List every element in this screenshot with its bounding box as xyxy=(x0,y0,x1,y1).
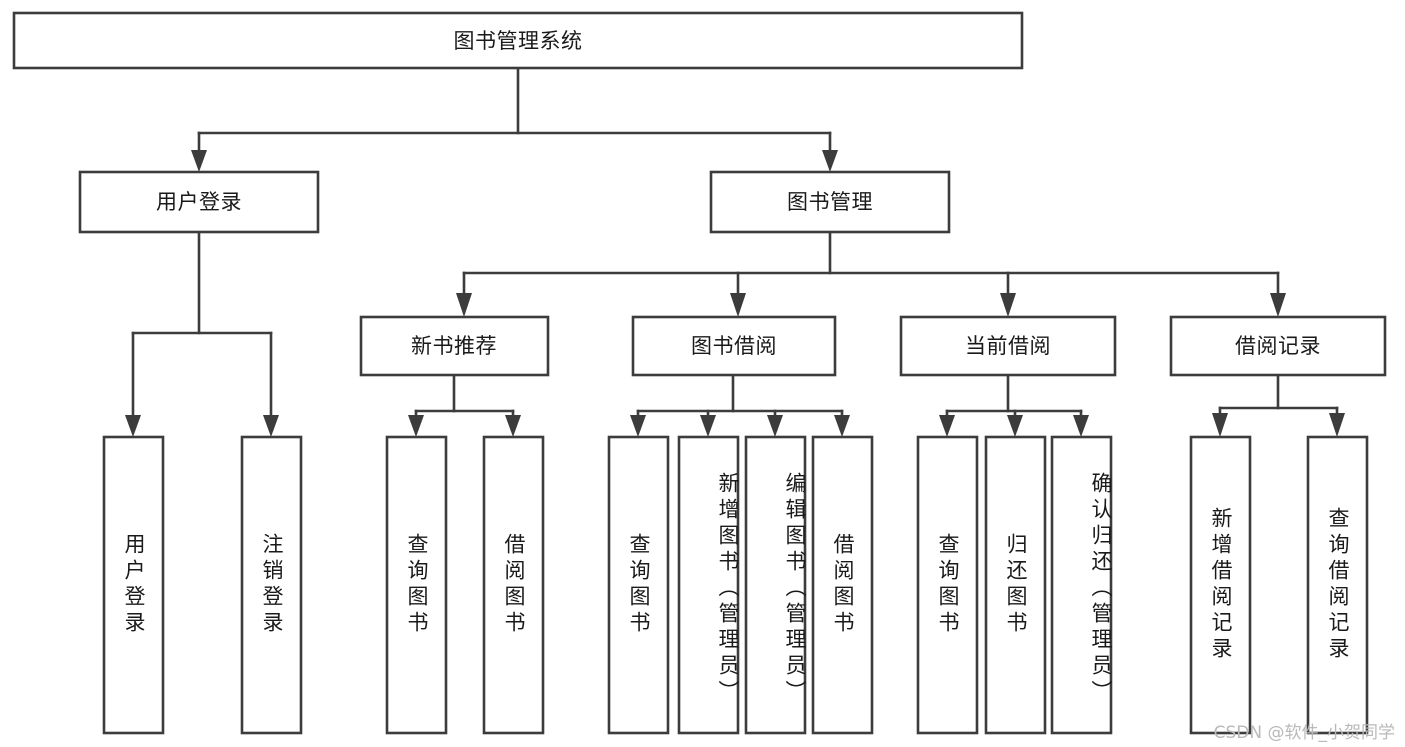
arrow-head-leaf-7 xyxy=(767,415,783,437)
node-records-label: 借阅记录 xyxy=(1235,334,1321,358)
node-leaf-13-box[interactable] xyxy=(1306,435,1369,735)
node-leaf-2-box[interactable] xyxy=(240,435,303,735)
node-login[interactable]: 用户登录 xyxy=(78,170,320,234)
node-borrow-box[interactable] xyxy=(631,315,837,377)
node-current-box[interactable] xyxy=(899,315,1117,377)
arrow-head-leaf-1 xyxy=(125,415,141,437)
node-records-box[interactable] xyxy=(1169,315,1387,377)
node-records[interactable]: 借阅记录 xyxy=(1169,315,1387,377)
arrow-head-leaf-13 xyxy=(1329,413,1345,437)
node-newbook[interactable]: 新书推荐 xyxy=(359,315,550,377)
node-bookmgmt-box[interactable] xyxy=(709,170,951,234)
arrow-head-current xyxy=(1000,293,1016,317)
node-leaf-3-box[interactable] xyxy=(385,435,448,735)
arrow-head-leaf-12 xyxy=(1212,413,1228,437)
node-newbook-label: 新书推荐 xyxy=(411,334,497,358)
node-borrow-label: 图书借阅 xyxy=(691,334,777,358)
node-leaf-10-box[interactable] xyxy=(984,435,1047,735)
arrow-head-leaf-4 xyxy=(505,415,521,437)
node-root[interactable]: 图书管理系统 xyxy=(12,11,1024,70)
node-bookmgmt-label: 图书管理 xyxy=(787,190,873,214)
node-login-label: 用户登录 xyxy=(156,190,242,214)
arrow-head-borrow xyxy=(730,293,746,317)
node-root-box[interactable] xyxy=(12,11,1024,70)
arrow-head-newbook xyxy=(456,293,472,317)
leaf-box-layer xyxy=(102,435,1369,735)
arrow-head-leaf-8 xyxy=(834,415,850,437)
arrow-head-leaf-2 xyxy=(263,415,279,437)
arrow-head-leaf-10 xyxy=(1007,415,1023,437)
node-layer: 图书管理系统 用户登录 图书管理 新书推荐 图书借阅 当前 xyxy=(12,11,1387,735)
csdn-watermark: CSDN @软件_小贺同学 xyxy=(1213,723,1395,743)
arrow-head-bookmgmt xyxy=(822,150,838,172)
node-leaf-5-box[interactable] xyxy=(607,435,670,735)
arrow-head-leaf-5 xyxy=(630,415,646,437)
arrow-head-leaf-6 xyxy=(700,415,716,437)
node-root-label: 图书管理系统 xyxy=(454,29,583,53)
node-bookmgmt[interactable]: 图书管理 xyxy=(709,170,951,234)
connector-layer xyxy=(125,66,1345,437)
node-current-label: 当前借阅 xyxy=(965,334,1051,358)
node-leaf-9-box[interactable] xyxy=(916,435,979,735)
node-current[interactable]: 当前借阅 xyxy=(899,315,1117,377)
node-leaf-7-box[interactable] xyxy=(744,435,807,735)
arrow-head-leaf-11 xyxy=(1073,415,1089,437)
node-borrow[interactable]: 图书借阅 xyxy=(631,315,837,377)
node-newbook-box[interactable] xyxy=(359,315,550,377)
arrow-head-leaf-3 xyxy=(408,415,424,437)
node-login-box[interactable] xyxy=(78,170,320,234)
node-leaf-12-box[interactable] xyxy=(1189,435,1252,735)
node-leaf-4-box[interactable] xyxy=(482,435,545,735)
arrow-head-records xyxy=(1270,293,1286,317)
node-leaf-1-box[interactable] xyxy=(102,435,165,735)
node-leaf-6-box[interactable] xyxy=(677,435,740,735)
arrow-head-login xyxy=(191,150,207,172)
node-leaf-11-box[interactable] xyxy=(1050,435,1113,735)
node-leaf-8-box[interactable] xyxy=(811,435,874,735)
arrow-head-leaf-9 xyxy=(939,415,955,437)
